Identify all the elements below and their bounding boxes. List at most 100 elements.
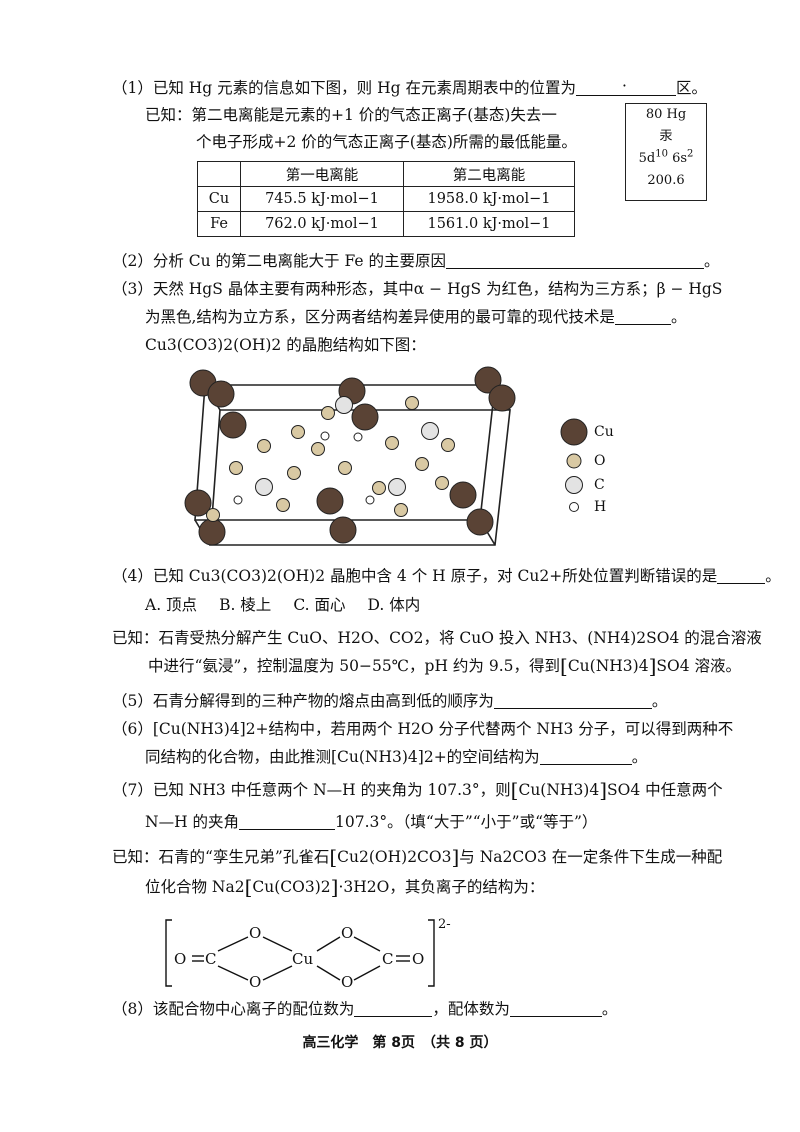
- atom-h-group: [233, 431, 375, 505]
- q7-suffix: SO4 中任意两个: [607, 781, 723, 799]
- known3-line2: 位化合物 Na2[Cu(CO3)2]·3H2O，其负离子的结构为：: [145, 876, 544, 898]
- atom-c: [421, 422, 439, 440]
- q1-text: （1）已知 Hg 元素的信息如下图，则 Hg 在元素周期表中的位置为: [112, 79, 576, 97]
- bracket-open: [: [510, 778, 519, 802]
- right-bracket: [428, 919, 435, 987]
- q4-end: 。: [765, 567, 781, 585]
- atom-o: [311, 442, 325, 456]
- q7-answer-blank[interactable]: [239, 813, 336, 830]
- q1-known-line1: 已知：第二电离能是元素的+1 价的气态正离子(基态)失去一: [145, 106, 557, 124]
- atom-c-group: [255, 396, 439, 496]
- anion-charge: 2-: [438, 917, 451, 932]
- q3-line3: Cu3(CO3)2(OH)2 的晶胞结构如下图：: [145, 336, 426, 354]
- q1-answer-blank[interactable]: ·: [575, 77, 676, 96]
- q6-end: 。: [631, 748, 648, 766]
- hg-name: 汞: [659, 129, 673, 144]
- anion-c-right: C: [382, 950, 393, 968]
- anion-ring-o: O: [249, 973, 261, 991]
- atom-cu: [329, 516, 357, 544]
- q2-line: （2）分析 Cu 的第二电离能大于 Fe 的主要原因。: [112, 250, 720, 272]
- q8-end: 。: [601, 1000, 618, 1018]
- atom-cu: [316, 487, 344, 515]
- legend-cu-marker: [560, 418, 588, 446]
- atom-h: [233, 495, 243, 505]
- atom-o: [435, 476, 449, 490]
- atom-o: [291, 425, 305, 439]
- q1-blank-dot: ·: [621, 77, 627, 95]
- q8-line: （8）该配合物中心离子的配位数为，配体数为。: [112, 998, 617, 1020]
- q4-option-b[interactable]: B. 棱上: [219, 596, 272, 614]
- known2-line2: 中进行“氨浸”，控制温度为 50−55℃，pH 约为 9.5，得到[Cu(NH3…: [148, 655, 741, 677]
- bracket-open: [: [560, 654, 568, 678]
- left-bracket: [165, 919, 172, 987]
- hg-element-card: 80 Hg 汞 5d10 6s2 200.6: [625, 103, 707, 201]
- known3-line1: 已知：石青的“孪生兄弟”孔雀石[Cu2(OH)2CO3]与 Na2CO3 在一定…: [112, 846, 722, 868]
- q6-answer-blank[interactable]: [539, 748, 632, 765]
- atom-o: [229, 461, 243, 475]
- q4-line: （4）已知 Cu3(CO3)2(OH)2 晶胞中含 4 个 H 原子，对 Cu2…: [112, 565, 781, 587]
- q7-line1: （7）已知 NH3 中任意两个 N—H 的夹角为 107.3°，则[Cu(NH3…: [112, 779, 723, 801]
- atom-o: [372, 481, 386, 495]
- table-header-cell: 第一电离能: [240, 161, 404, 187]
- atom-o: [287, 466, 301, 480]
- bracket-open: [: [329, 845, 338, 869]
- atom-cu: [449, 481, 477, 509]
- q7-complex: Cu(NH3)4: [518, 781, 600, 799]
- q2-text: （2）分析 Cu 的第二电离能大于 Fe 的主要原因: [112, 252, 446, 270]
- atom-o-group: [206, 396, 455, 522]
- q1-suffix: 区。: [675, 79, 707, 97]
- bracket-close: ]: [648, 654, 657, 678]
- table-row: Cu 745.5 kJ·mol−1 1958.0 kJ·mol−1: [197, 186, 575, 212]
- q3-line1: （3）天然 HgS 晶体主要有两种形态，其中α − HgS 为红色，结构为三方系…: [112, 280, 723, 298]
- atom-legend: Cu O C H: [560, 418, 650, 518]
- legend-o-marker: [566, 453, 582, 469]
- q6-line2: 同结构的化合物，由此推测[Cu(NH3)4]2+的空间结构为。: [145, 746, 647, 768]
- q4-option-d[interactable]: D. 体内: [367, 596, 421, 614]
- q1-known-line2: 个电子形成+2 价的气态正离子(基态)所需的最低能量。: [196, 133, 577, 151]
- q5-line: （5）石青分解得到的三种产物的熔点由高到低的顺序为。: [112, 690, 667, 712]
- atom-cu: [466, 508, 494, 536]
- q6-line1: （6）[Cu(NH3)4]2+结构中，若用两个 H2O 分子代替两个 NH3 分…: [112, 720, 734, 738]
- q5-text: （5）石青分解得到的三种产物的熔点由高到低的顺序为: [112, 692, 494, 710]
- q8-text2: ，配体数为: [432, 1000, 510, 1018]
- q4-answer-blank[interactable]: [717, 567, 766, 584]
- q8-coordination-blank[interactable]: [354, 1000, 433, 1017]
- atom-cu: [184, 489, 212, 517]
- known3-suffix: 与 Na2CO3 在一定条件下生成一种配: [459, 848, 723, 866]
- atom-cu: [207, 380, 235, 408]
- atom-h: [320, 431, 330, 441]
- atom-o: [394, 503, 408, 517]
- atom-o: [441, 438, 455, 452]
- atom-cu: [219, 411, 247, 439]
- anion-structure: O C O O Cu O O C O 2-: [165, 917, 451, 991]
- q7-text: （7）已知 NH3 中任意两个 N—H 的夹角为 107.3°，则: [112, 781, 511, 799]
- atom-o: [405, 396, 419, 410]
- q2-answer-blank[interactable]: [446, 252, 704, 269]
- hg-config: 5d10 6s2: [638, 148, 694, 166]
- q1-line: （1）已知 Hg 元素的信息如下图，则 Hg 在元素周期表中的位置为 · 区。: [112, 77, 707, 99]
- atom-cu: [488, 384, 516, 412]
- table-header-cell: [197, 161, 241, 187]
- page-footer: 高三化学 第 8页 （共 8 页）: [302, 1035, 498, 1051]
- known3-complex: Cu(CO3)2: [252, 878, 331, 896]
- q4-option-c[interactable]: C. 面心: [293, 596, 346, 614]
- legend-h-marker: [569, 502, 579, 512]
- atom-o: [257, 439, 271, 453]
- anion-o-right: O: [412, 950, 424, 968]
- q8-ligand-blank[interactable]: [509, 1000, 602, 1017]
- table-cell: 745.5 kJ·mol−1: [240, 186, 404, 212]
- table-header-cell: 第二电离能: [403, 161, 575, 187]
- table-cell: Fe: [197, 211, 241, 237]
- anion-ring-o: O: [341, 924, 353, 942]
- atom-c: [255, 478, 273, 496]
- atom-c: [388, 478, 406, 496]
- anion-o-left: O: [174, 950, 186, 968]
- atom-cu: [351, 403, 379, 431]
- anion-ring-o: O: [249, 924, 261, 942]
- q5-answer-blank[interactable]: [493, 692, 652, 709]
- q3-answer-blank[interactable]: [614, 308, 671, 325]
- q4-option-a[interactable]: A. 顶点: [145, 596, 198, 614]
- atom-o: [206, 508, 220, 522]
- known2-complex: Cu(NH3)4: [567, 657, 649, 675]
